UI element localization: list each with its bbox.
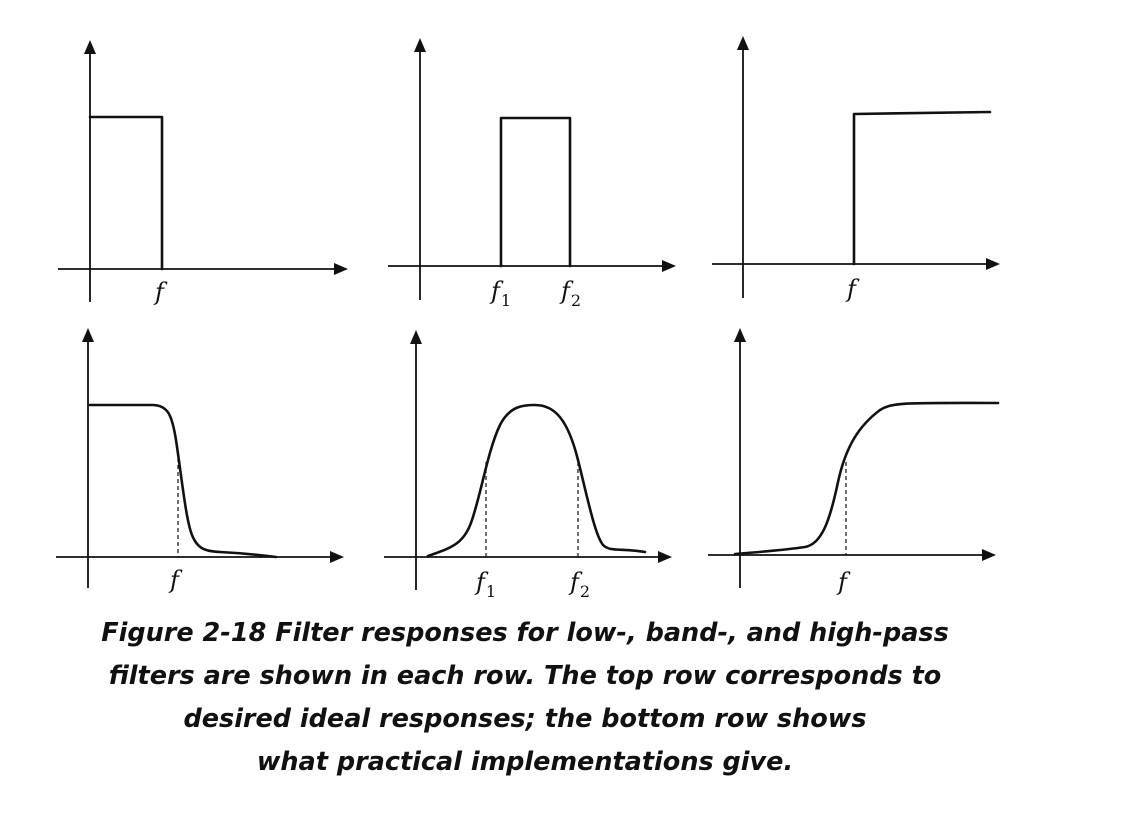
y-axis-arrow [734,328,746,342]
panel-practical-bandpass: f1 f2 [384,330,672,600]
y-axis-arrow [82,328,94,342]
figure-caption: Figure 2-18 Filter responses for low-, b… [100,612,950,784]
cutoff-label: f [153,278,168,306]
filter-response-diagram: f f1 f2 f f [56,36,1000,600]
response-curve [499,116,572,268]
response-curve [733,401,1000,556]
f2-label: f2 [568,568,590,600]
y-axis-arrow [737,36,749,50]
panel-practical-lowpass: f [56,328,344,594]
panel-ideal-lowpass: f [58,40,348,306]
y-axis-arrow [410,330,422,344]
panel-ideal-highpass: f [712,36,1000,303]
caption-line-4: what practical implementations give. [256,747,794,777]
filter-response-figure: f f1 f2 f f [56,36,1000,600]
response-curve [852,110,992,266]
f1-label: f1 [489,277,511,310]
x-axis-arrow [658,551,672,563]
caption-line-2: filters are shown in each row. The top r… [108,661,942,691]
response-curve [88,403,278,559]
caption-line-1: Figure 2-18 Filter responses for low-, b… [101,618,949,648]
y-axis-arrow [414,38,426,52]
y-axis-arrow [84,40,96,54]
panel-practical-highpass: f [708,328,1000,596]
x-axis-arrow [982,549,996,561]
f1-label: f1 [474,568,496,600]
cutoff-label: f [836,568,851,596]
response-curve [88,115,164,271]
panel-ideal-bandpass: f1 f2 [388,38,676,310]
caption-line-3: desired ideal responses; the bottom row … [183,704,867,734]
response-curve [426,403,647,558]
x-axis-arrow [662,260,676,272]
x-axis-arrow [334,263,348,275]
x-axis-arrow [986,258,1000,270]
cutoff-label: f [168,566,183,594]
f2-label: f2 [559,277,581,310]
cutoff-label: f [845,275,860,303]
x-axis-arrow [330,551,344,563]
